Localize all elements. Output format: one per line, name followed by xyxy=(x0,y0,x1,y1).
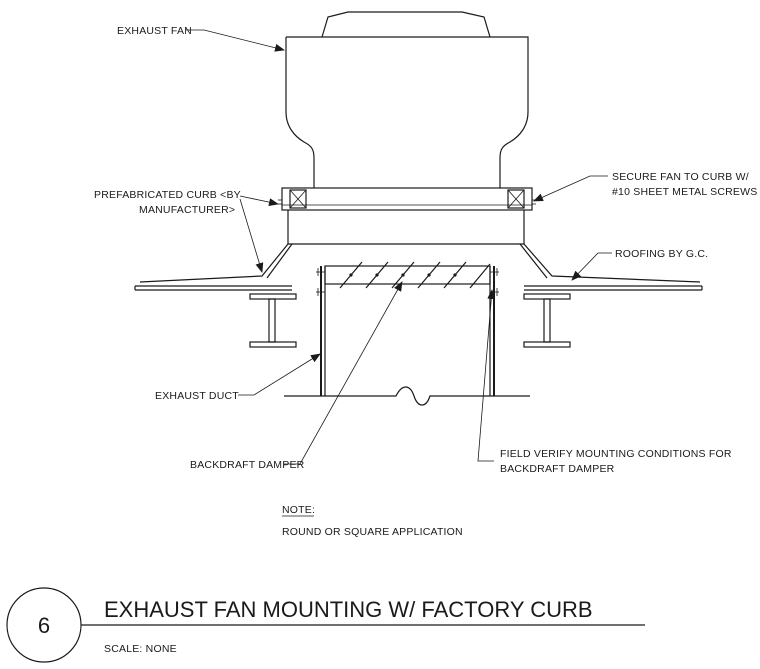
leader-lines xyxy=(186,29,612,465)
steel-beam-left xyxy=(249,293,297,348)
label-secure-fan-line2: #10 SHEET METAL SCREWS xyxy=(612,186,757,198)
exhaust-duct xyxy=(284,266,530,406)
label-exhaust-duct: EXHAUST DUCT xyxy=(155,390,239,402)
label-prefab-curb-line2: MANUFACTURER> xyxy=(139,204,235,216)
roof-deck xyxy=(134,285,703,291)
label-field-verify-line2: BACKDRAFT DAMPER xyxy=(500,463,615,475)
label-prefab-curb-line1: PREFABRICATED CURB <BY xyxy=(94,189,241,201)
title-block: 6 EXHAUST FAN MOUNTING W/ FACTORY CURB S… xyxy=(6,587,645,663)
label-exhaust-fan: EXHAUST FAN xyxy=(117,25,192,37)
prefabricated-curb xyxy=(139,187,701,283)
label-roofing: ROOFING BY G.C. xyxy=(615,248,708,260)
label-field-verify-line1: FIELD VERIFY MOUNTING CONDITIONS FOR xyxy=(500,448,732,460)
label-backdraft-damper: BACKDRAFT DAMPER xyxy=(190,459,305,471)
note: NOTE: ROUND OR SQUARE APPLICATION xyxy=(282,504,463,538)
detail-number: 6 xyxy=(38,613,50,638)
scale-label: SCALE: NONE xyxy=(104,643,177,655)
backdraft-damper xyxy=(316,261,499,296)
note-heading: NOTE: xyxy=(282,504,315,516)
steel-beam-right xyxy=(523,293,571,348)
note-text: ROUND OR SQUARE APPLICATION xyxy=(282,526,463,538)
detail-title: EXHAUST FAN MOUNTING W/ FACTORY CURB xyxy=(104,597,593,622)
exhaust-fan xyxy=(285,11,529,188)
label-secure-fan-line1: SECURE FAN TO CURB W/ xyxy=(612,171,749,183)
